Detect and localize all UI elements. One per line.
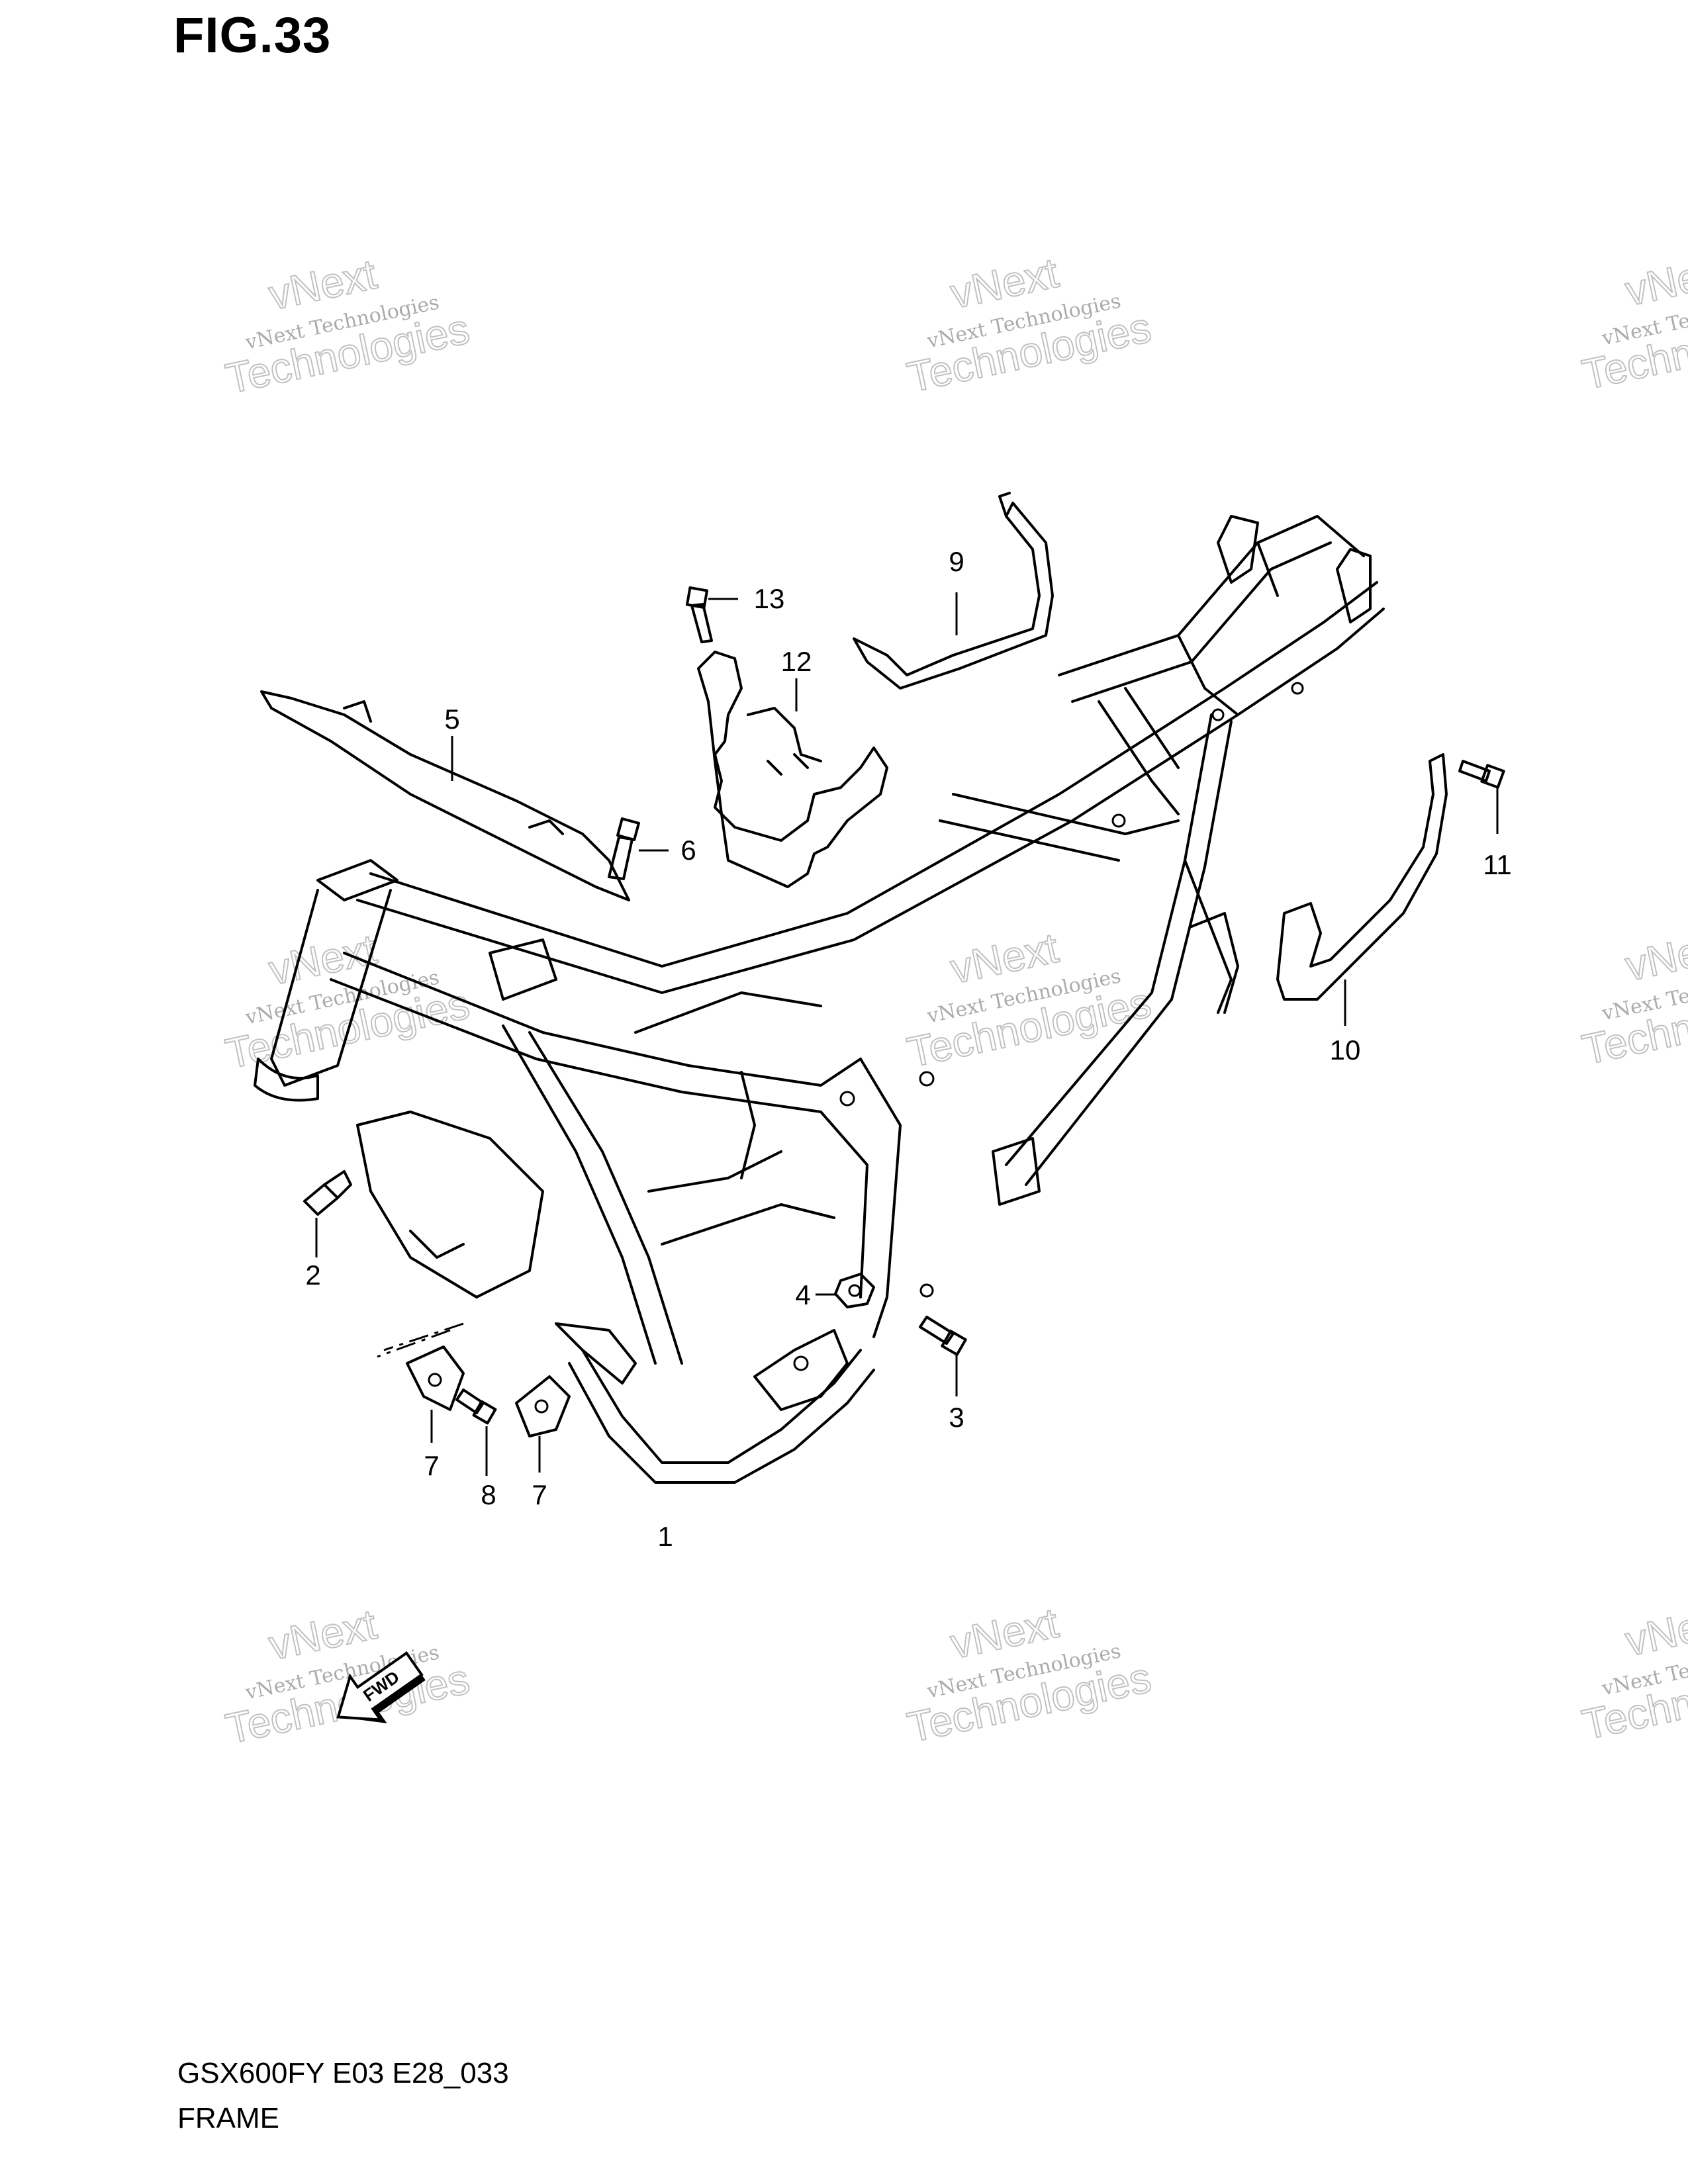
watermark-bottom-right: vNext Technologies Technologies vNext: [1577, 1595, 1688, 1749]
bracket-part-10[interactable]: [1276, 753, 1448, 1026]
callout-9[interactable]: 9: [949, 546, 964, 577]
callout-1[interactable]: 1: [657, 1521, 673, 1552]
nut-part-4[interactable]: [816, 1273, 875, 1308]
bolt-part-13[interactable]: [685, 586, 738, 643]
figure-title: FIG.33: [173, 7, 332, 64]
watermark-mid-center: vNext Technologies Technologies vNext: [903, 923, 1156, 1077]
watermark-bottom-left: vNext Technologies Technologies vNext: [221, 1600, 474, 1754]
bolt-part-6[interactable]: [608, 817, 669, 880]
callout-5[interactable]: 5: [444, 704, 459, 735]
svg-text:vNext: vNext: [1621, 1596, 1688, 1664]
watermark-top-center: vNext Technologies Technologies vNext: [903, 248, 1156, 402]
main-frame-drawing[interactable]: [254, 515, 1385, 1484]
watermarks: vNext Technologies Technologies vNext vN…: [221, 245, 1688, 1754]
svg-text:vNext: vNext: [1621, 921, 1688, 989]
callout-8[interactable]: 8: [481, 1479, 496, 1510]
bracket-part-9[interactable]: [853, 492, 1054, 690]
bolt-part-11[interactable]: [1458, 760, 1505, 834]
plate-part-7-right[interactable]: [515, 1375, 571, 1473]
fwd-arrow-icon: FWD: [336, 1651, 426, 1723]
callout-7-right[interactable]: 7: [532, 1479, 547, 1510]
watermark-mid-left: vNext Technologies Technologies vNext: [221, 925, 474, 1079]
callout-6[interactable]: 6: [680, 835, 696, 866]
bolt-part-8[interactable]: [455, 1388, 497, 1476]
bolt-part-2[interactable]: [303, 1170, 352, 1257]
bracket-part-12[interactable]: [697, 651, 888, 888]
model-code: GSX600FY E03 E28_033: [177, 2057, 509, 2089]
watermark-top-right: vNext Technologies Technologies vNext: [1577, 245, 1688, 399]
bracket-part-5[interactable]: [260, 690, 630, 901]
callout-3[interactable]: 3: [949, 1402, 964, 1433]
watermark-bottom-center: vNext Technologies Technologies vNext: [903, 1598, 1156, 1752]
svg-text:vNext: vNext: [1621, 246, 1688, 314]
watermark-top-left: vNext Technologies Technologies vNext: [221, 250, 474, 404]
callout-13[interactable]: 13: [754, 583, 785, 614]
callout-2[interactable]: 2: [305, 1259, 320, 1291]
callouts: 1 2 3 4 5 6 7 7 8 9 10 11 12 13: [305, 546, 1511, 1552]
watermark-mid-right: vNext Technologies Technologies vNext: [1577, 920, 1688, 1074]
bolt-part-3[interactable]: [919, 1316, 967, 1396]
callout-11[interactable]: 11: [1483, 849, 1512, 880]
plate-part-7-left[interactable]: [406, 1345, 465, 1443]
callout-7-left[interactable]: 7: [424, 1450, 439, 1481]
callout-10[interactable]: 10: [1330, 1034, 1361, 1066]
callout-4[interactable]: 4: [795, 1279, 810, 1310]
callout-12[interactable]: 12: [781, 646, 812, 677]
section-name: FRAME: [177, 2102, 279, 2134]
